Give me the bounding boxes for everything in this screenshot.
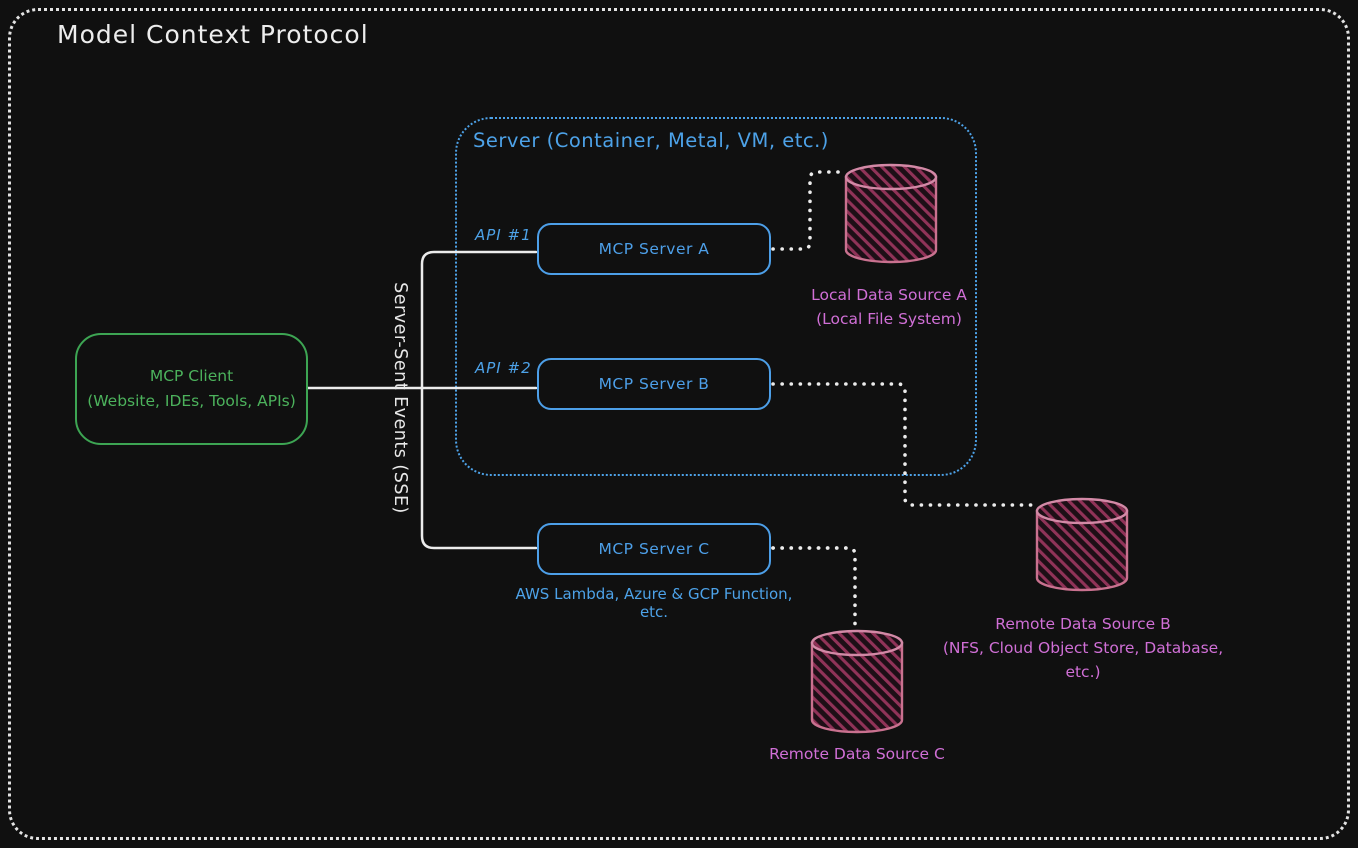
local-data-source-a-subtitle: (Local File System) [816,310,962,329]
remote-data-source-b-title: Remote Data Source B [995,615,1171,633]
local-data-source-a-label: Local Data Source A (Local File System) [769,283,1009,331]
mcp-server-c-node: MCP Server C [537,523,771,575]
mcp-client-sublabel: (Website, IDEs, Tools, APIs) [87,392,296,410]
mcp-server-a-node: MCP Server A [537,223,771,275]
api-1-label: API #1 [475,226,532,244]
mcp-server-c-label: MCP Server C [598,540,710,558]
mcp-client-label: MCP Client [149,367,234,386]
mcp-client-node: MCP Client (Website, IDEs, Tools, APIs) [75,333,308,445]
api-2-label: API #2 [475,359,532,377]
server-container-label: Server (Container, Metal, VM, etc.) [473,129,829,152]
mcp-server-c-caption: AWS Lambda, Azure & GCP Function, etc. [515,585,793,621]
remote-data-source-b-label: Remote Data Source B (NFS, Cloud Object … [930,612,1236,684]
remote-data-source-c-title: Remote Data Source C [769,745,945,763]
database-cylinder-remote-c-icon [810,629,904,734]
database-cylinder-remote-b-icon [1035,497,1129,592]
mcp-server-b-label: MCP Server B [598,375,710,393]
remote-data-source-c-label: Remote Data Source C [737,742,977,766]
mcp-server-a-label: MCP Server A [598,240,710,258]
diagram-title: Model Context Protocol [57,20,369,49]
local-data-source-a-title: Local Data Source A [811,286,967,304]
remote-data-source-b-subtitle: (NFS, Cloud Object Store, Database, etc.… [942,639,1224,682]
sse-edge-label: Server-Sent Events (SSE) [390,282,410,514]
mcp-server-b-node: MCP Server B [537,358,771,410]
